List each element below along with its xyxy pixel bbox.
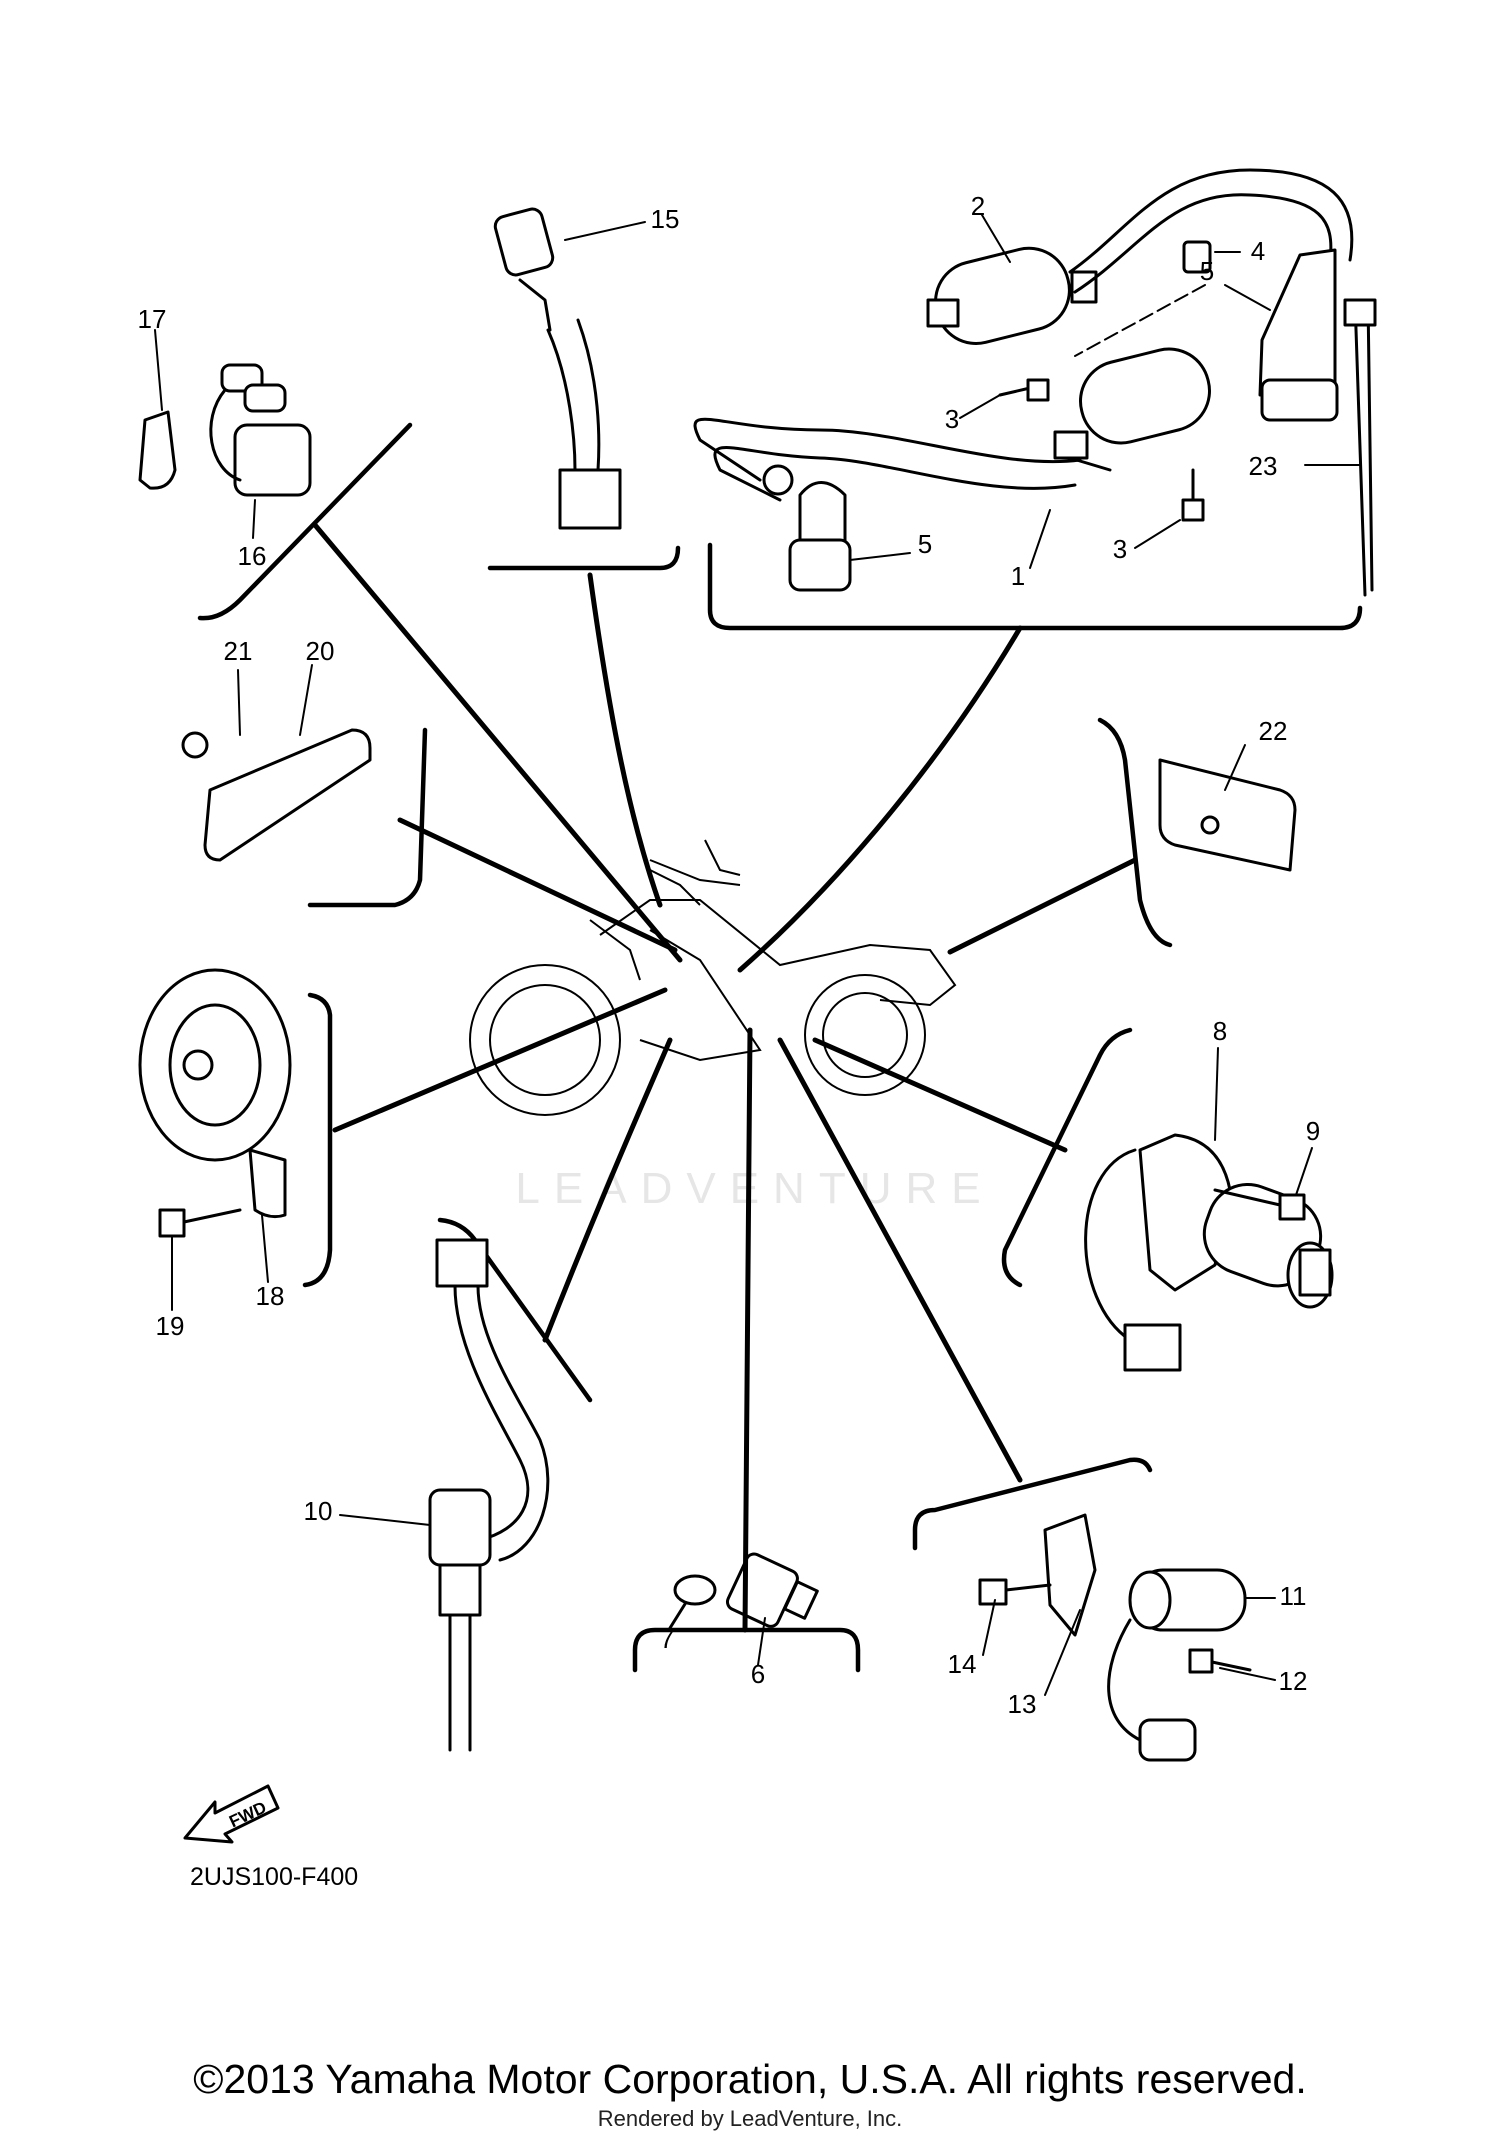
- callout-17: 17: [138, 304, 167, 334]
- reflector-icon: [1158, 758, 1297, 872]
- horn-icon: [138, 968, 292, 1162]
- reflector-group: [181, 664, 428, 908]
- flasher-relay-group: [138, 329, 413, 621]
- callout-18: 18: [256, 1281, 285, 1311]
- callout-7: 7: [660, 1624, 674, 1654]
- bolt-icon: [158, 1208, 242, 1238]
- callout-13: 13: [1008, 1689, 1037, 1719]
- callout-3-lower: 3: [1113, 534, 1127, 564]
- callout-11: 11: [1280, 1581, 1307, 1611]
- callout-20: 20: [306, 636, 335, 666]
- callout-5-left: 5: [918, 529, 932, 559]
- sensor-icon: [428, 1488, 492, 1567]
- connector-icon: [435, 1238, 489, 1288]
- callout-10: 10: [304, 1496, 333, 1526]
- callout-23: 23: [1249, 451, 1278, 481]
- brake-light-switch-group: [487, 207, 681, 571]
- bolt-icon: [1213, 1188, 1306, 1221]
- callout-1: 1: [1011, 561, 1025, 591]
- connector-icon: [558, 468, 622, 530]
- bracket-icon: [138, 410, 177, 490]
- ignition-coil-icon: [1079, 347, 1211, 445]
- plug-cap-icon: [1258, 248, 1337, 397]
- washer-icon: [673, 1574, 717, 1606]
- callout-4: 4: [1251, 236, 1265, 266]
- copyright-notice: ©2013 Yamaha Motor Corporation, U.S.A. A…: [193, 2056, 1307, 2102]
- connector-icon: [1123, 1323, 1182, 1372]
- bolt-icon: [978, 1578, 1052, 1606]
- main-switch-group: [1001, 1027, 1334, 1372]
- reflector-icon: [203, 728, 372, 862]
- callout-12: 12: [1279, 1666, 1308, 1696]
- callout-8: 8: [1213, 1016, 1227, 1046]
- location-leader-lines: [312, 522, 1138, 1633]
- callout-22: 22: [1259, 716, 1288, 746]
- ignition-coil-group: [693, 168, 1377, 631]
- cable-tie-icon: [1353, 298, 1367, 597]
- connector-icon: [1138, 1718, 1197, 1762]
- callout-14: 14: [948, 1649, 977, 1679]
- nut-icon: [181, 731, 209, 759]
- callout-16: 16: [238, 541, 267, 571]
- bolt-icon: [1188, 1648, 1252, 1674]
- plug-cap-icon: [788, 538, 852, 592]
- callout-15: 15: [651, 204, 680, 234]
- bolt-icon: [1181, 468, 1205, 522]
- callout-19: 19: [156, 1311, 185, 1341]
- neutral-switch-group: [339, 1217, 593, 1752]
- callout-labels: 1 2 3 3 4 5 5 6 7 8 9 10 11 12 13 14 15 …: [138, 191, 1321, 1719]
- callout-5-right: 5: [1200, 256, 1214, 286]
- relay-icon: [233, 423, 312, 497]
- fwd-arrow-icon: FWD: [183, 1784, 280, 1844]
- bolt-icon: [998, 378, 1050, 402]
- callout-6: 6: [751, 1659, 765, 1689]
- motorcycle-outline: [469, 839, 957, 1116]
- watermark-text: LEADVENTURE: [515, 1164, 994, 1213]
- horn-group: [138, 968, 333, 1311]
- sensor-icon: [725, 1552, 799, 1628]
- collar-icon: [1182, 240, 1212, 274]
- ignition-coil-icon: [934, 246, 1071, 346]
- side-reflector-group: [1097, 717, 1297, 948]
- callout-2: 2: [971, 191, 985, 221]
- electrical-parts-diagram: LEADVENTURE: [138, 168, 1377, 1891]
- sidestand-switch-group: [912, 1457, 1276, 1762]
- callout-21: 21: [224, 636, 253, 666]
- rendered-by-credit: Rendered by LeadVenture, Inc.: [597, 2106, 903, 2131]
- callout-9: 9: [1306, 1116, 1320, 1146]
- diagram-code: 2UJS100-F400: [190, 1863, 358, 1891]
- bracket-icon: [1043, 1513, 1097, 1637]
- switch-icon: [493, 207, 555, 277]
- callout-3-upper: 3: [945, 404, 959, 434]
